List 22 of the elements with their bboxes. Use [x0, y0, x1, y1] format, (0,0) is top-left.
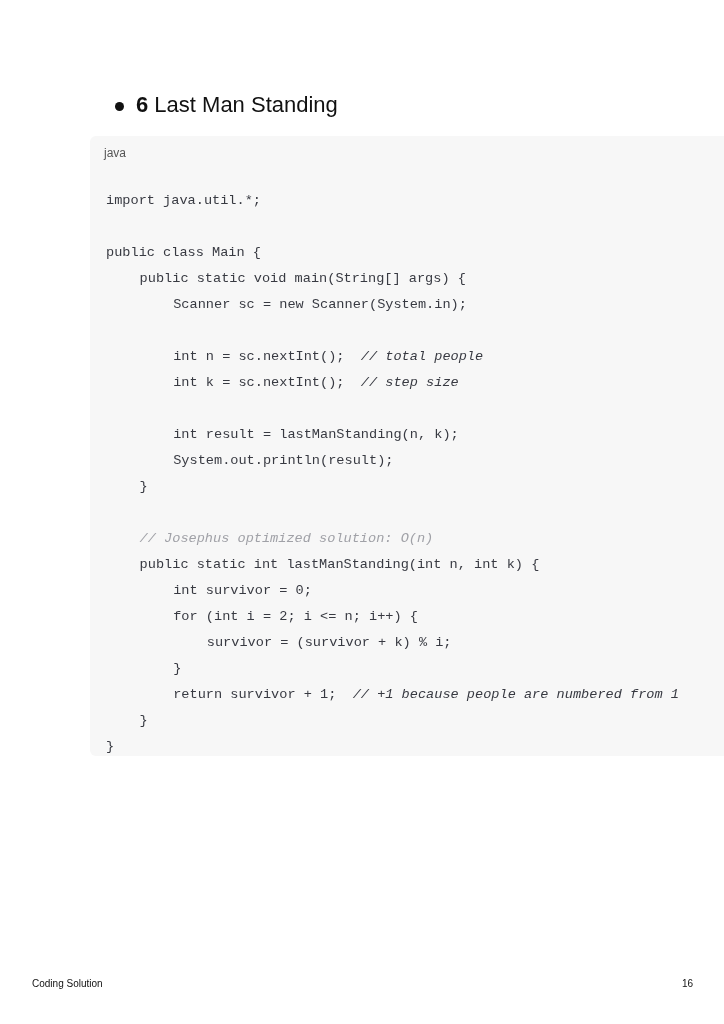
code-line: }	[106, 738, 115, 756]
code-line: public static int lastManStanding(int n, int k) {	[139, 556, 540, 574]
code-line: int result = lastManStanding(n, k);	[173, 426, 459, 444]
code-line: Scanner sc = new Scanner(System.in);	[173, 296, 467, 314]
code-line: survivor = (survivor + k) % i;	[206, 634, 452, 652]
code-line: public class Main {	[106, 244, 261, 262]
footer-text: Coding Solution	[32, 978, 103, 989]
code-line: import java.util.*;	[106, 192, 261, 210]
code-line: int n = sc.nextInt(); // total people	[173, 348, 484, 366]
code-line: System.out.println(result);	[173, 452, 394, 470]
language-label: java	[104, 146, 126, 160]
code-line: }	[173, 660, 182, 678]
code-line: public static void main(String[] args) {	[139, 270, 466, 288]
code-line: int survivor = 0;	[173, 582, 312, 600]
heading: 6 Last Man Standing	[136, 92, 338, 118]
code-line: for (int i = 2; i <= n; i++) {	[173, 608, 418, 626]
code-line: return survivor + 1; // +1 because people are numbered from 1	[173, 686, 679, 704]
page-number: 16	[682, 978, 694, 989]
code-line: }	[139, 712, 148, 730]
code-line: int k = sc.nextInt(); // step size	[173, 374, 459, 392]
code-comment: // Josephus optimized solution: O(n)	[139, 530, 434, 548]
code-line: }	[139, 478, 148, 496]
